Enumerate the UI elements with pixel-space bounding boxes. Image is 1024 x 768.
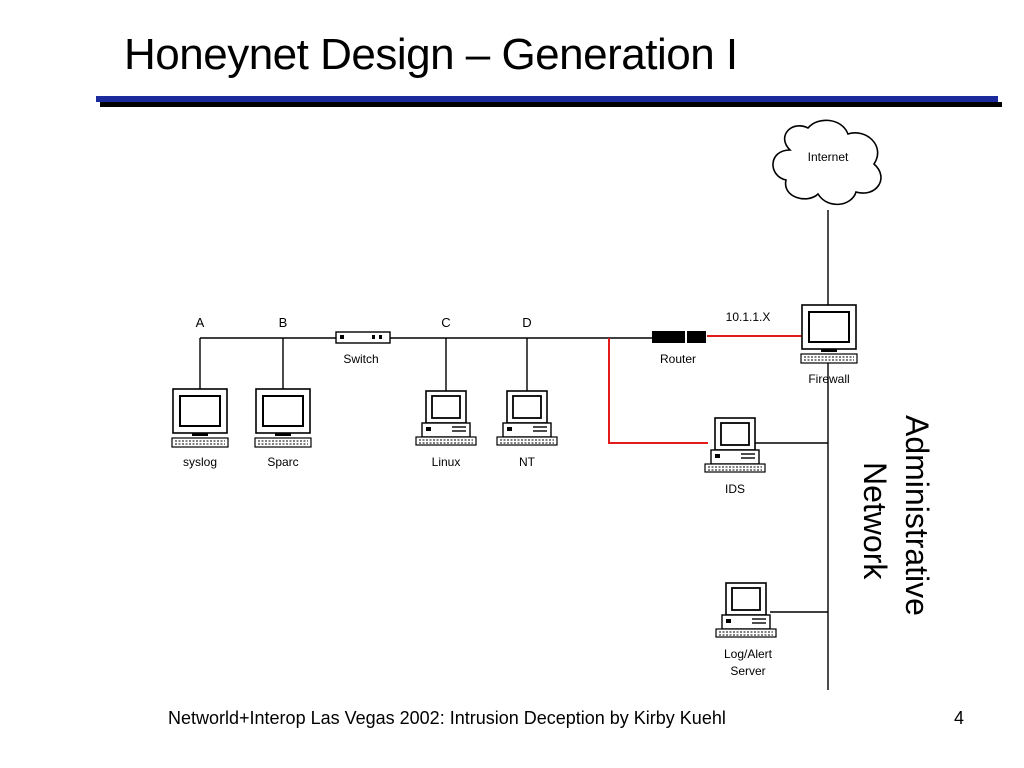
log-server-label-line1: Log/Alert <box>724 647 773 661</box>
honeynet-wiring <box>199 210 829 690</box>
switch-label: Switch <box>343 352 378 366</box>
sparc-label: Sparc <box>267 455 298 469</box>
log-server-computer-icon <box>715 582 777 638</box>
admin-network-label-line2: Network <box>857 462 893 580</box>
network-diagram: Internet Switch Router 10.1.1.X Firewall… <box>171 119 935 690</box>
log-server-label-line2: Server <box>730 664 765 678</box>
internet-label: Internet <box>808 150 849 164</box>
slide-title: Honeynet Design – Generation I <box>124 30 738 79</box>
sparc-computer-icon <box>254 388 312 448</box>
router-label: Router <box>660 352 696 366</box>
admin-network-label-line1: Administrative <box>899 415 935 616</box>
letter-a: A <box>196 315 205 330</box>
title-rule-blue <box>96 96 998 102</box>
nt-computer-icon <box>496 390 558 446</box>
firewall-computer-icon <box>800 304 858 364</box>
ids-computer-icon <box>704 417 766 473</box>
linux-label: Linux <box>432 455 461 469</box>
linux-computer-icon <box>415 390 477 446</box>
router-icon <box>652 331 706 343</box>
letter-c: C <box>441 315 450 330</box>
title-rule <box>96 96 1002 109</box>
nt-label: NT <box>519 455 536 469</box>
firewall-label: Firewall <box>808 372 849 386</box>
internet-cloud-icon <box>772 119 882 206</box>
switch-icon <box>335 331 391 344</box>
title-rule-black <box>100 102 1002 107</box>
page-number: 4 <box>954 708 965 728</box>
syslog-computer-icon <box>171 388 229 448</box>
red-links <box>608 335 802 444</box>
ip-label: 10.1.1.X <box>726 310 771 324</box>
letter-d: D <box>522 315 531 330</box>
letter-b: B <box>279 315 288 330</box>
syslog-label: syslog <box>183 455 217 469</box>
ids-label: IDS <box>725 482 745 496</box>
footer-text: Networld+Interop Las Vegas 2002: Intrusi… <box>168 708 726 728</box>
